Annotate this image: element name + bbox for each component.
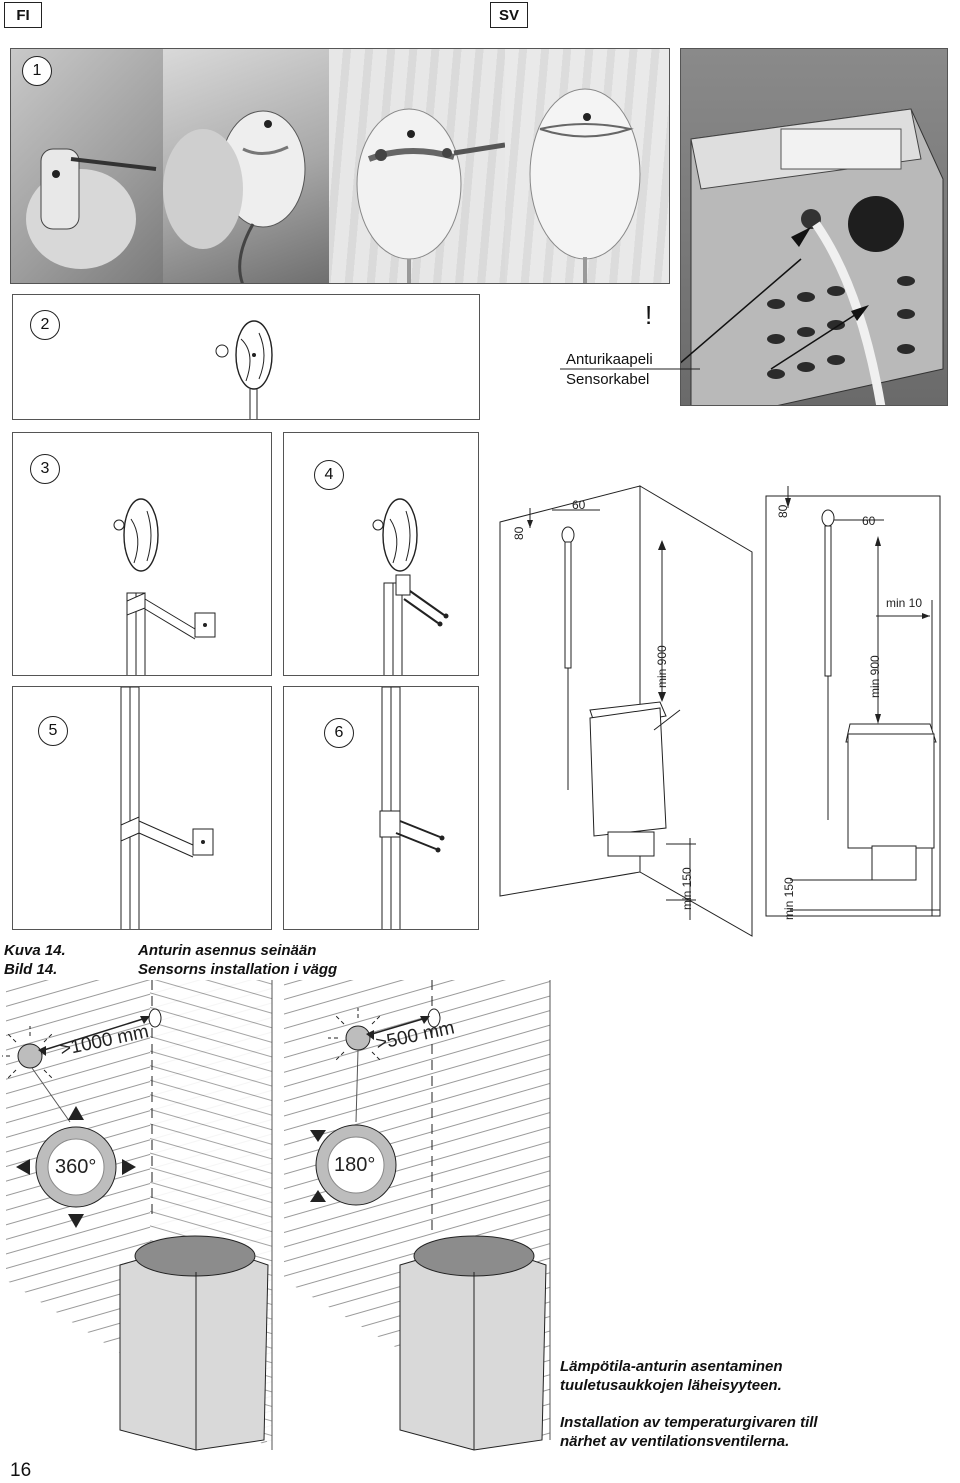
note-fi-line2: tuuletusaukkojen läheisyyteen. bbox=[560, 1377, 782, 1394]
step4-panel bbox=[283, 432, 479, 676]
dim-60-corner: 60 bbox=[572, 498, 586, 512]
cable-leader-line bbox=[560, 368, 700, 370]
exclamation-mark: ! bbox=[645, 300, 653, 330]
note-sv-line1: Installation av temperaturgivaren till bbox=[560, 1414, 818, 1431]
note-sv-line2: närhet av ventilationsventilerna. bbox=[560, 1433, 790, 1450]
dim-80-wall: 80 bbox=[776, 504, 790, 518]
figure-label-sv: Bild 14. bbox=[4, 961, 58, 978]
dim-80-corner: 80 bbox=[512, 526, 526, 540]
photo-sensor-mounted bbox=[505, 49, 669, 283]
step-1-number: 1 bbox=[22, 56, 52, 86]
sensor-with-conduit-illustration bbox=[113, 498, 216, 675]
figure-label-fi: Kuva 14. bbox=[4, 942, 66, 959]
dim-min900-corner: min 900 bbox=[655, 645, 669, 688]
step-5-number: 5 bbox=[38, 716, 68, 746]
vent-placement-diagram bbox=[2, 980, 551, 1451]
conduit-screw-illustration bbox=[379, 687, 445, 929]
dim-min900-wall: min 900 bbox=[868, 655, 882, 698]
step-3-number: 3 bbox=[30, 454, 60, 484]
figure-title-sv: Sensorns installation i vägg bbox=[138, 961, 338, 978]
figure-title-fi: Anturin asennus seinään bbox=[138, 942, 317, 959]
sensor-in-hand-illustration bbox=[163, 110, 306, 283]
photo-hand-screwdriver bbox=[11, 49, 163, 283]
step1-photo-panel bbox=[10, 48, 670, 284]
corner-installation-diagram bbox=[499, 485, 753, 937]
note-fi-line1: Lämpötila-anturin asentaminen bbox=[560, 1358, 783, 1375]
step6-panel bbox=[283, 686, 479, 930]
sensor-screw-illustration bbox=[356, 108, 505, 283]
hand-sensor-illustration bbox=[26, 148, 157, 269]
rotation-180-label: 180° bbox=[334, 1154, 376, 1176]
photo-hand-sensor bbox=[163, 49, 329, 283]
page-number: 16 bbox=[10, 1460, 32, 1481]
rotation-360-label: 360° bbox=[55, 1156, 97, 1178]
sensor-front-illustration bbox=[215, 320, 273, 419]
sensor-cable-label-sv: Sensorkabel bbox=[566, 371, 650, 388]
dim-min150-wall: min 150 bbox=[782, 877, 796, 920]
sensor-with-screws-illustration bbox=[372, 498, 449, 675]
dim-min10-wall: min 10 bbox=[886, 596, 923, 610]
language-tab-sv: SV bbox=[490, 2, 528, 28]
conduit-bracket-illustration bbox=[120, 687, 214, 929]
dim-min150-corner: min 150 bbox=[680, 867, 694, 910]
sensor-cable-label-fi: Anturikaapeli bbox=[566, 351, 653, 368]
wall-installation-diagram bbox=[765, 486, 941, 917]
step-6-number: 6 bbox=[324, 718, 354, 748]
language-tab-fi: FI bbox=[4, 2, 42, 28]
heater-terminal-illustration bbox=[681, 108, 944, 405]
step2-panel bbox=[12, 294, 480, 420]
heater-cable-photo bbox=[680, 48, 948, 406]
sensor-mounted-illustration bbox=[529, 88, 641, 283]
photo-sensor-screwing bbox=[329, 49, 505, 283]
step-2-number: 2 bbox=[30, 310, 60, 340]
dim-60-wall: 60 bbox=[862, 514, 876, 528]
step-4-number: 4 bbox=[314, 460, 344, 490]
